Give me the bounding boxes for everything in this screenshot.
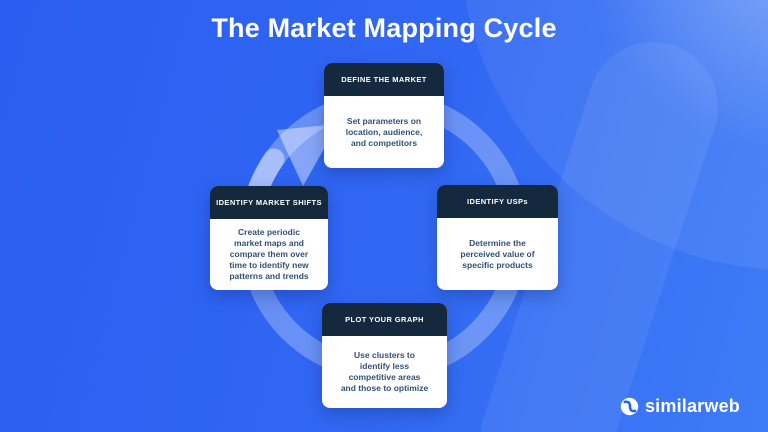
card-header: IDENTIFY MARKET SHIFTS [210, 186, 328, 219]
card-define-the-market: DEFINE THE MARKET Set parameters on loca… [324, 63, 444, 168]
card-header: IDENTIFY USPs [437, 185, 558, 218]
page-title: The Market Mapping Cycle [211, 13, 557, 43]
card-body: Create periodic market maps and compare … [229, 227, 309, 281]
card-plot-your-graph: PLOT YOUR GRAPH Use clusters to identify… [322, 303, 447, 408]
card-body: Set parameters on location, audience, an… [345, 115, 423, 148]
card-label: PLOT YOUR GRAPH [345, 315, 424, 324]
card-body: Determine the perceived value of specifi… [460, 237, 535, 270]
card-identify-market-shifts: IDENTIFY MARKET SHIFTS Create periodic m… [210, 186, 328, 290]
similarweb-mark-icon [620, 397, 639, 416]
card-header: PLOT YOUR GRAPH [322, 303, 447, 336]
card-label: IDENTIFY USPs [467, 197, 528, 206]
card-body: Use clusters to identify less competitiv… [340, 350, 429, 393]
card-label: IDENTIFY MARKET SHIFTS [216, 198, 322, 207]
card-header: DEFINE THE MARKET [324, 63, 444, 96]
similarweb-logo: similarweb [620, 396, 740, 417]
similarweb-logo-text: similarweb [644, 396, 740, 416]
card-identify-usps: IDENTIFY USPs Determine the perceived va… [437, 185, 558, 290]
card-label: DEFINE THE MARKET [341, 75, 427, 84]
